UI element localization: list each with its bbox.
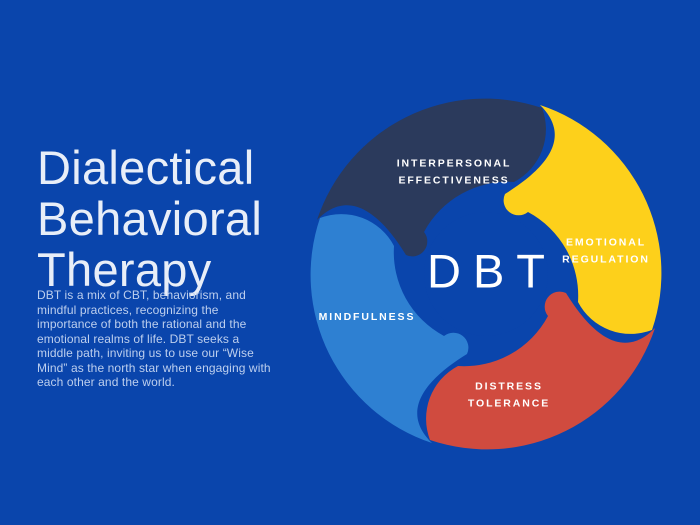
petal-mindfulness xyxy=(310,214,469,443)
label-interpersonal-effectiveness: INTERPERSONAL EFFECTIVENESS xyxy=(396,157,512,187)
petal-emotional-regulation xyxy=(503,105,662,334)
page-title: Dialectical Behavioral Therapy xyxy=(37,142,262,295)
title-line-3: Therapy xyxy=(37,243,212,297)
label-emotional-regulation: EMOTIONAL REGULATION xyxy=(562,236,650,266)
petal-interpersonal-effectiveness xyxy=(317,98,546,257)
label-distress-tolerance: DISTRESS TOLERANCE xyxy=(467,380,551,410)
title-line-2: Behavioral xyxy=(37,192,263,246)
petal-distress-tolerance xyxy=(426,291,655,450)
title-line-1: Dialectical xyxy=(37,141,255,195)
center-circle xyxy=(424,212,548,336)
description-text: DBT is a mix of CBT, behaviorism, and mi… xyxy=(37,288,271,389)
label-mindfulness: MINDFULNESS xyxy=(318,310,416,323)
center-label-dbt: DBT xyxy=(427,244,557,298)
